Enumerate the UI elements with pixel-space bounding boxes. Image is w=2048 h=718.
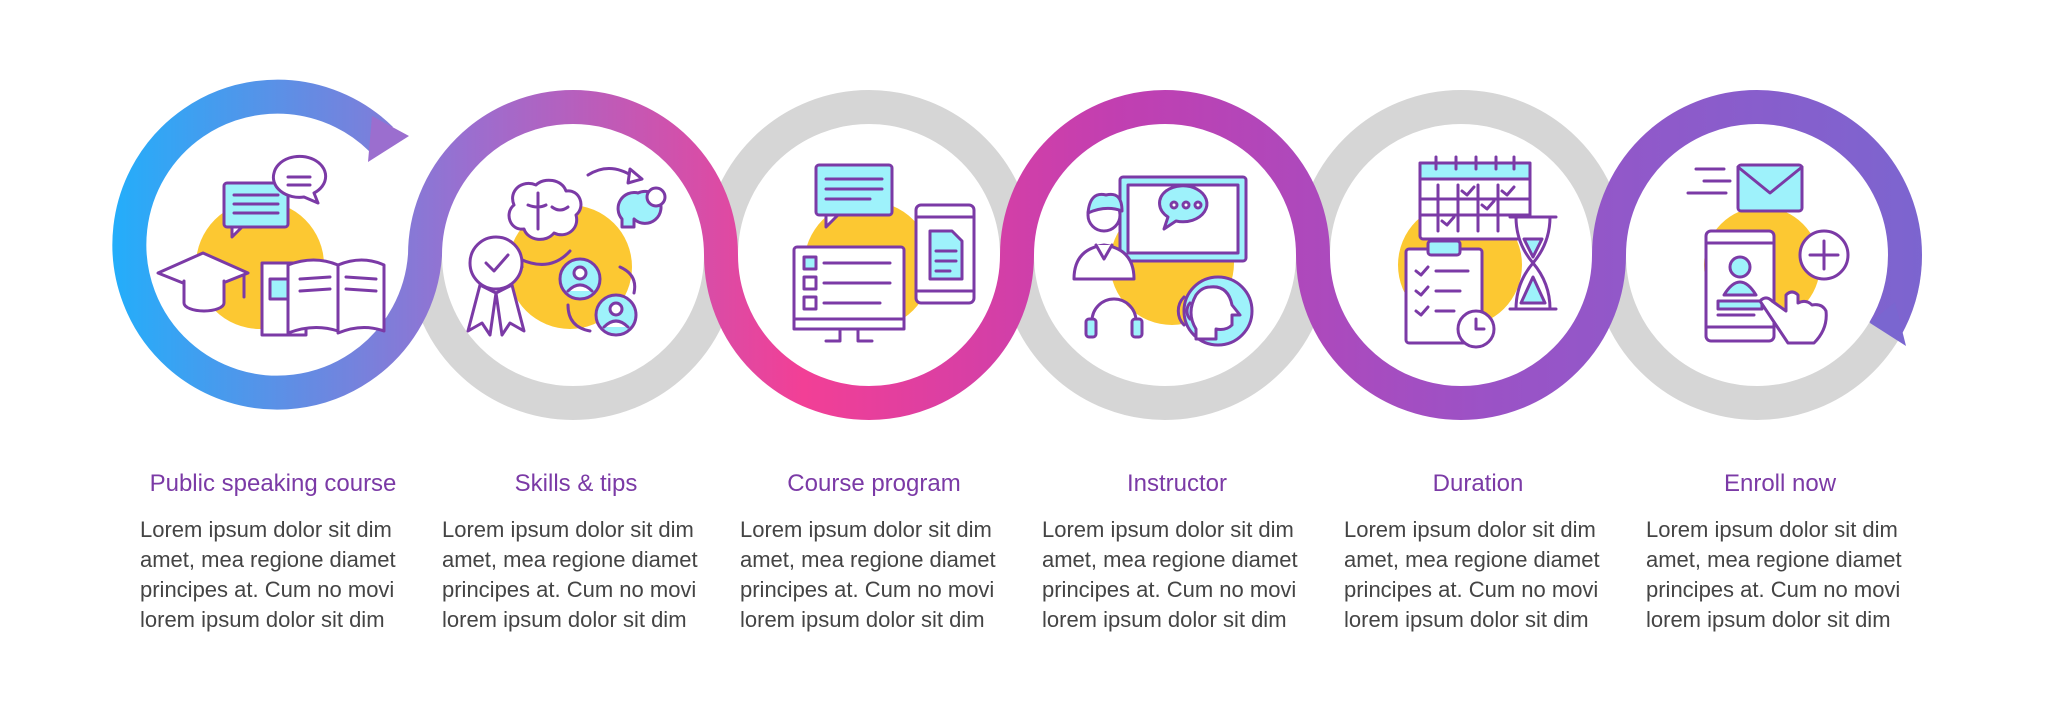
start-arrowhead xyxy=(368,116,409,162)
end-notch xyxy=(1870,302,1906,346)
step-5-description: Lorem ipsum dolor sit dim amet, mea regi… xyxy=(1344,517,1600,632)
step-3-description: Lorem ipsum dolor sit dim amet, mea regi… xyxy=(740,517,996,632)
step-3-title: Course program xyxy=(787,470,961,497)
step-4-title: Instructor xyxy=(1126,470,1228,497)
step-1-title: Public speaking course xyxy=(149,470,397,497)
gray-arc-2 xyxy=(408,254,738,420)
enroll-icon xyxy=(1686,163,1850,345)
speaking-course-icon xyxy=(156,154,386,337)
skills-tips-icon xyxy=(466,167,667,337)
course-program-icon xyxy=(792,163,976,343)
step-5-title: Duration xyxy=(1432,470,1524,497)
gray-arc-3 xyxy=(704,90,1034,256)
step-6-description: Lorem ipsum dolor sit dim amet, mea regi… xyxy=(1646,517,1902,632)
gray-arc-5 xyxy=(1296,90,1626,256)
step-1-description: Lorem ipsum dolor sit dim amet, mea regi… xyxy=(140,517,396,632)
gray-arcs xyxy=(408,90,1922,420)
gradient-ribbon xyxy=(112,79,1923,420)
step-2-title: Skills & tips xyxy=(514,470,638,497)
duration-icon xyxy=(1398,155,1558,349)
gray-arc-4 xyxy=(1000,254,1330,420)
step-6-title: Enroll now xyxy=(1723,470,1837,497)
step-4-description: Lorem ipsum dolor sit dim amet, mea regi… xyxy=(1042,517,1298,632)
step-2-description: Lorem ipsum dolor sit dim amet, mea regi… xyxy=(442,517,698,632)
instructor-icon xyxy=(1072,175,1254,347)
